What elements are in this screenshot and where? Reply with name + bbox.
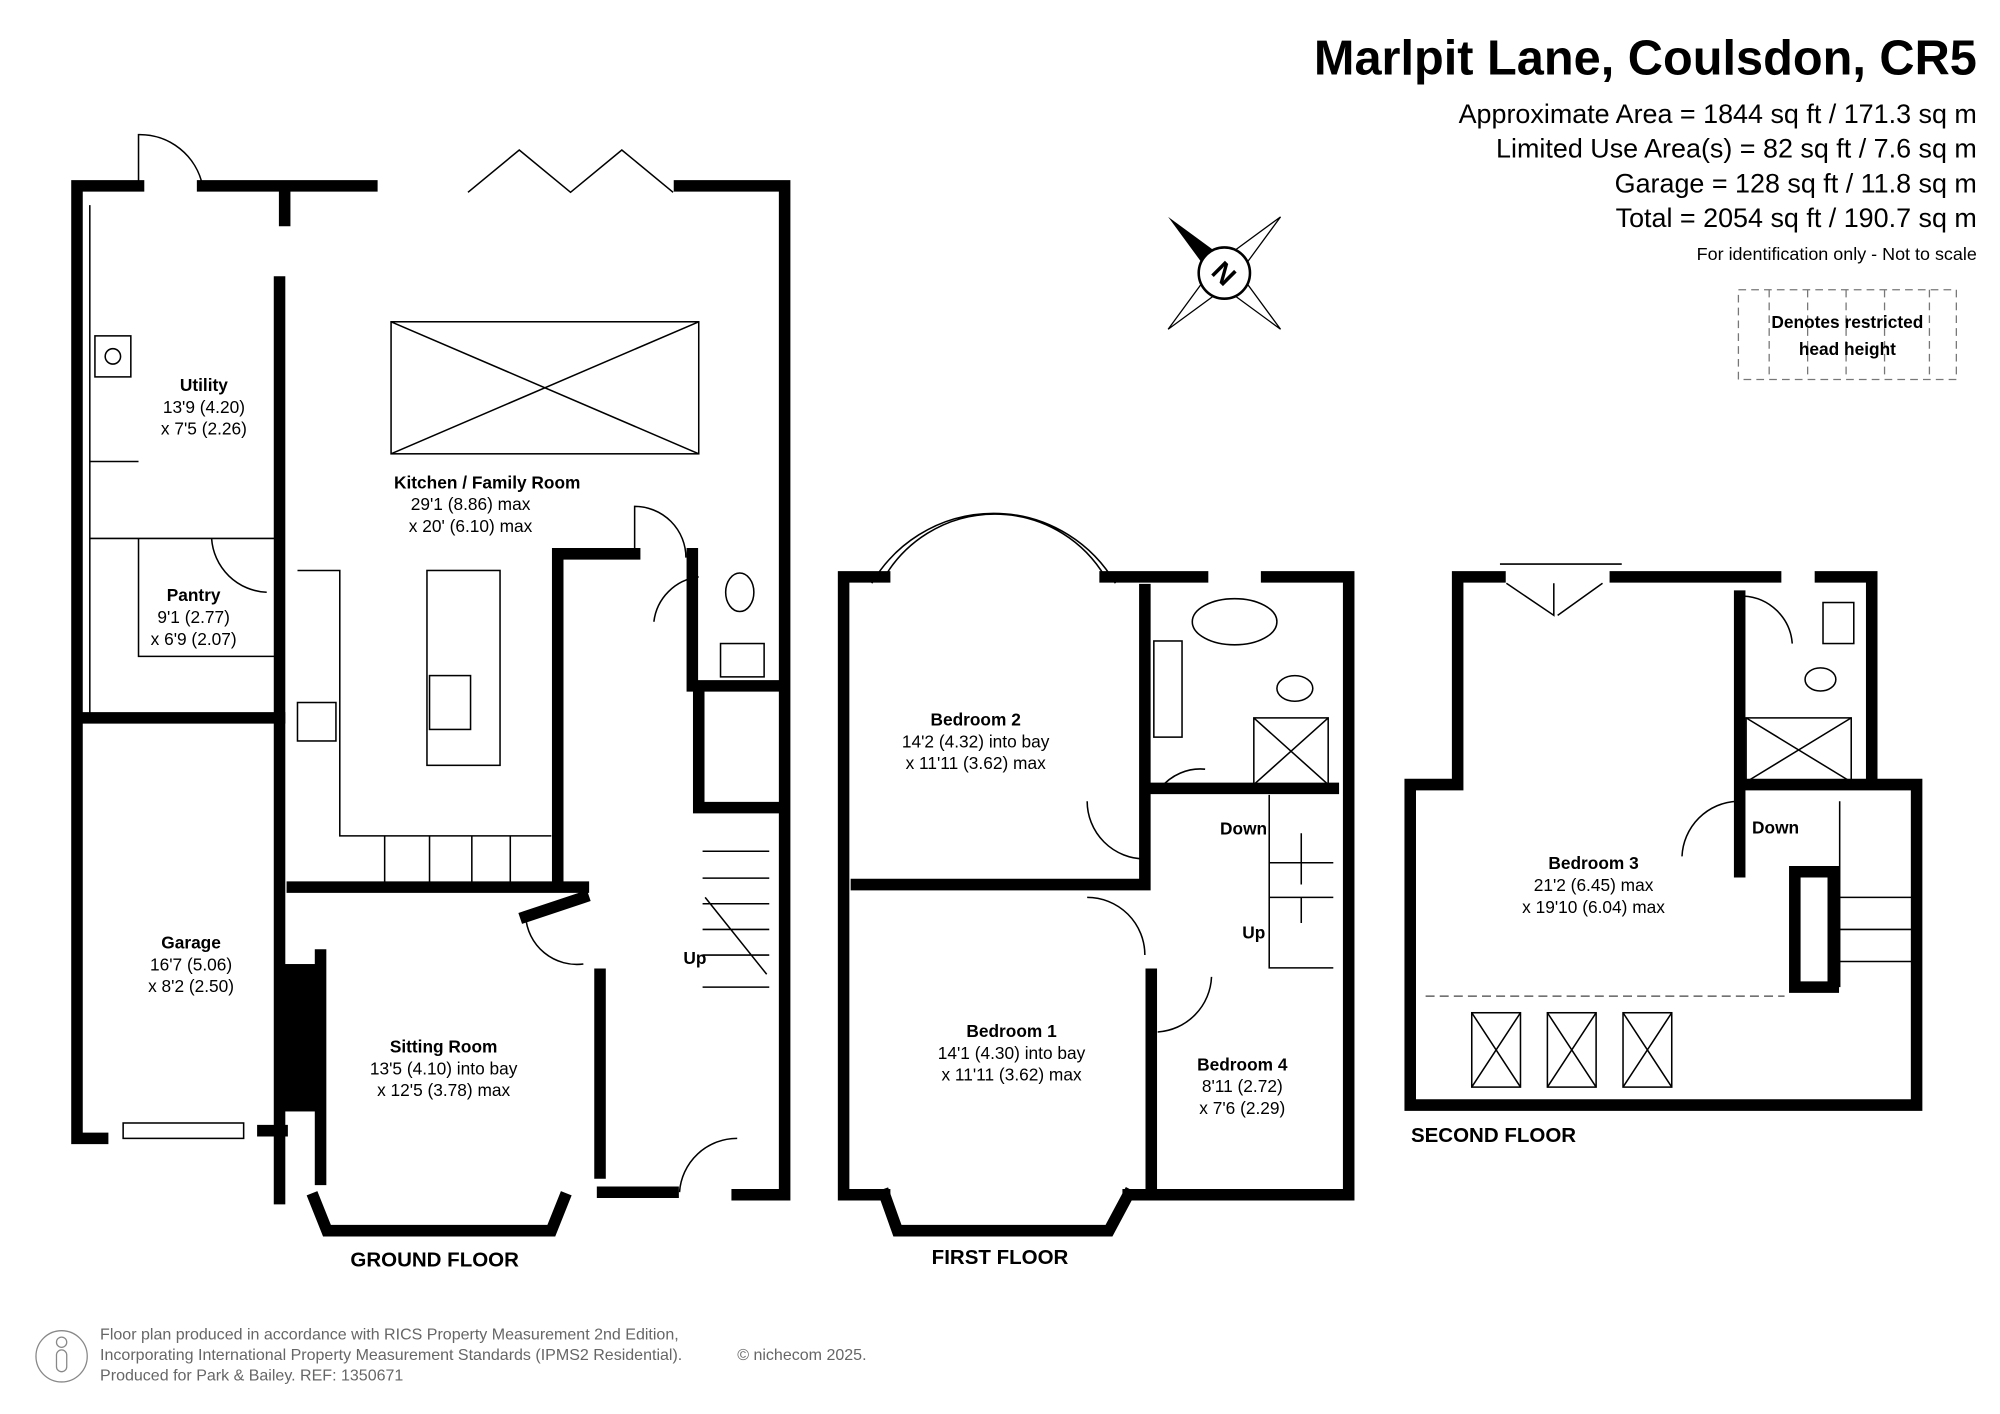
area-line: Approximate Area = 1844 sq ft / 171.3 sq… bbox=[1459, 99, 1977, 129]
floor-label-ground: GROUND FLOOR bbox=[350, 1249, 519, 1272]
room-text: x 7'6 (2.29) bbox=[1199, 1098, 1285, 1118]
copyright: © nichecom 2025. bbox=[737, 1346, 866, 1364]
stairs-down-label: Down bbox=[1752, 817, 1799, 837]
person-logo-icon bbox=[35, 1330, 88, 1383]
room-name-pantry: Pantry bbox=[167, 585, 221, 605]
footer-line: Produced for Park & Bailey. REF: 1350671 bbox=[100, 1367, 403, 1385]
property-title: Marlpit Lane, Coulsdon, CR5 bbox=[1314, 31, 1977, 85]
area-line: Garage = 128 sq ft / 11.8 sq m bbox=[1615, 168, 1977, 198]
room-text: 8'11 (2.72) bbox=[1202, 1076, 1283, 1096]
footer-line: Floor plan produced in accordance with R… bbox=[100, 1326, 679, 1344]
stairs-up-label: Up bbox=[683, 948, 706, 968]
room-name-garage: Garage bbox=[161, 933, 221, 953]
room-name-utility: Utility bbox=[180, 375, 228, 395]
footer: Floor plan produced in accordance with R… bbox=[35, 1326, 867, 1385]
room-text: 21'2 (6.45) max bbox=[1534, 875, 1654, 895]
room-text: x 8'2 (2.50) bbox=[148, 976, 234, 996]
room-text: Denotes restricted bbox=[1771, 312, 1923, 332]
compass-north-icon: N bbox=[1167, 216, 1282, 330]
first-floor-plan: Bedroom 2 14'2 (4.32) into bay x 11'11 (… bbox=[837, 512, 1355, 1269]
room-name-bedroom-4: Bedroom 4 bbox=[1197, 1054, 1288, 1074]
room-text: 29'1 (8.86) max bbox=[411, 494, 531, 514]
room-text: x 11'11 (3.62) max bbox=[941, 1065, 1081, 1085]
footer-line: Incorporating International Property Mea… bbox=[100, 1346, 682, 1364]
room-text: 13'9 (4.20) bbox=[163, 397, 245, 417]
second-floor-plan: Bedroom 3 21'2 (6.45) max x 19'10 (6.04)… bbox=[1404, 563, 1923, 1147]
floor-label-second: SECOND FLOOR bbox=[1411, 1124, 1576, 1147]
room-name-kitchen: Kitchen / Family Room bbox=[394, 472, 580, 492]
room-name-sitting-room: Sitting Room bbox=[390, 1036, 498, 1056]
room-text: 14'2 (4.32) into bay bbox=[902, 731, 1050, 751]
room-text: x 19'10 (6.04) max bbox=[1522, 897, 1665, 917]
area-line: Limited Use Area(s) = 82 sq ft / 7.6 sq … bbox=[1496, 134, 1977, 164]
room-text: head height bbox=[1799, 339, 1896, 359]
room-name-bedroom-2: Bedroom 2 bbox=[930, 710, 1020, 730]
header: Marlpit Lane, Coulsdon, CR5 Approximate … bbox=[1167, 31, 1977, 381]
room-text: x 12'5 (3.78) max bbox=[377, 1080, 510, 1100]
room-text: 16'7 (5.06) bbox=[150, 954, 232, 974]
scale-note: For identification only - Not to scale bbox=[1697, 244, 1977, 264]
room-text: x 7'5 (2.26) bbox=[161, 419, 247, 439]
ground-floor-plan: Utility 13'9 (4.20) x 7'5 (2.26) Pantry … bbox=[71, 133, 791, 1272]
room-text: x 6'9 (2.07) bbox=[151, 629, 237, 649]
room-text: x 20' (6.10) max bbox=[409, 516, 533, 536]
stairs-up-label: Up bbox=[1242, 922, 1265, 942]
floor-label-first: FIRST FLOOR bbox=[932, 1246, 1069, 1269]
room-text: 13'5 (4.10) into bay bbox=[370, 1058, 518, 1078]
stairs-down-label: Down bbox=[1220, 819, 1267, 839]
room-text: 14'1 (4.30) into bay bbox=[938, 1043, 1086, 1063]
room-text: x 11'11 (3.62) max bbox=[906, 753, 1046, 773]
area-line: Total = 2054 sq ft / 190.7 sq m bbox=[1616, 203, 1977, 233]
room-name-bedroom-1: Bedroom 1 bbox=[966, 1021, 1057, 1041]
restricted-height-legend: Denotes restricted head height bbox=[1737, 289, 1957, 381]
room-name-bedroom-3: Bedroom 3 bbox=[1548, 853, 1638, 873]
room-text: 9'1 (2.77) bbox=[157, 607, 230, 627]
